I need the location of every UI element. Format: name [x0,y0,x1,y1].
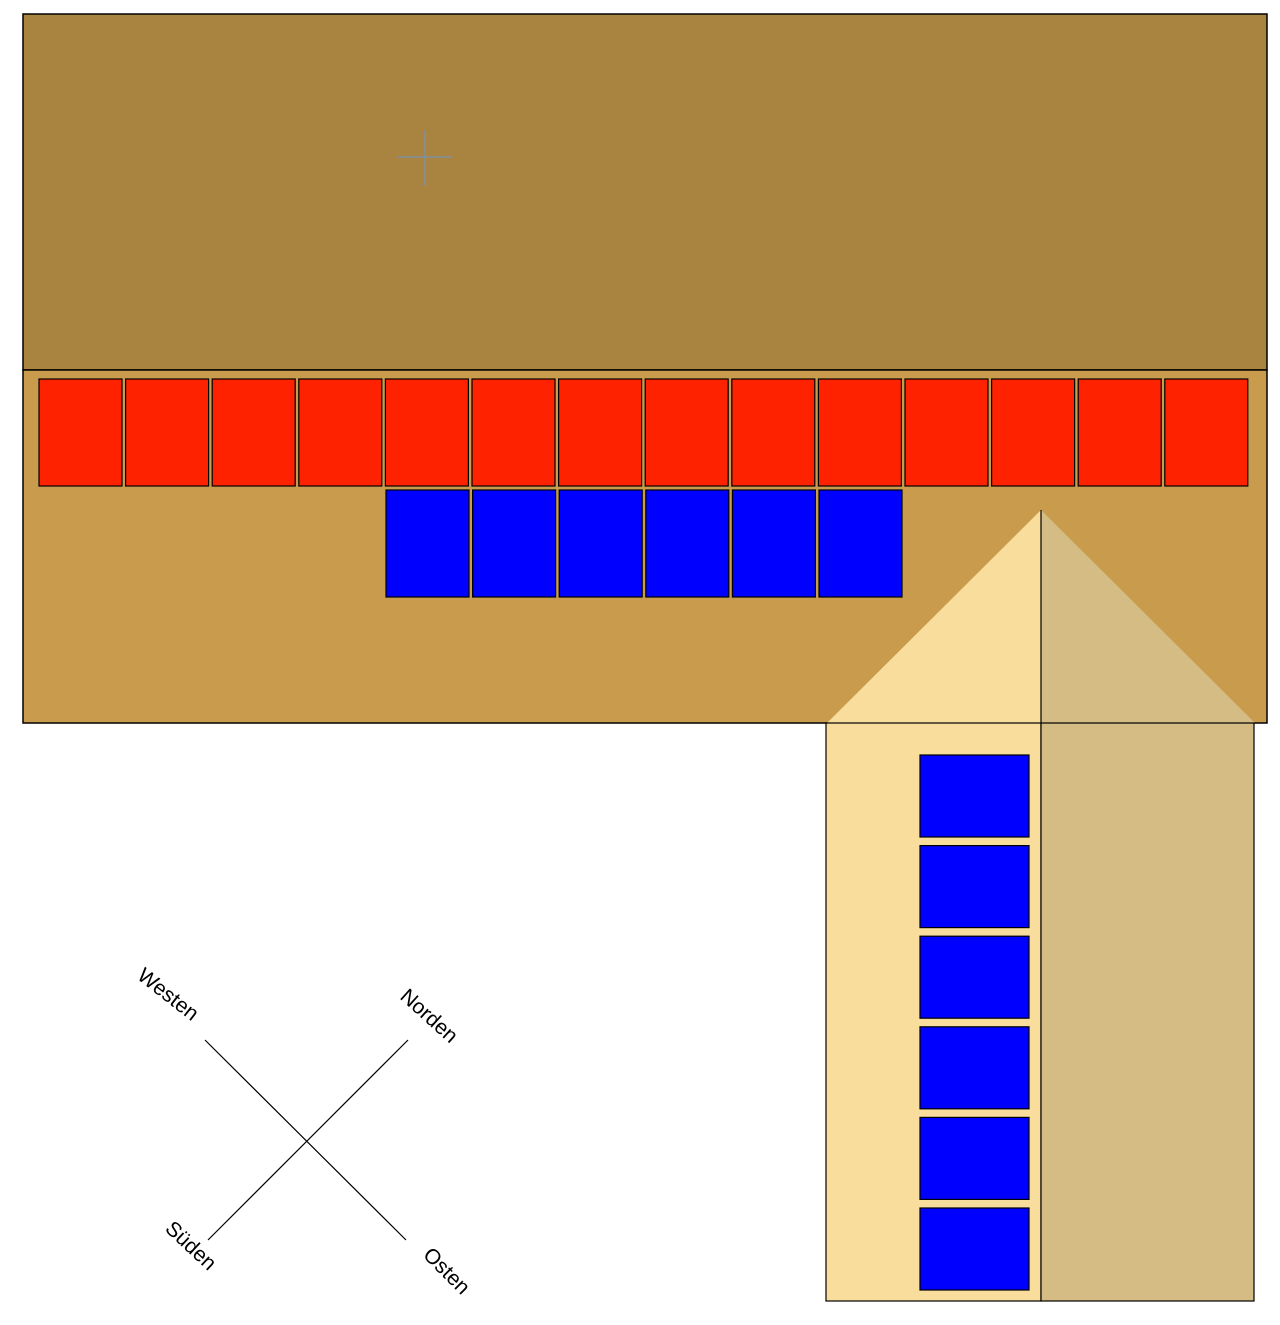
dormer-blue-panel [919,1026,1030,1110]
roof-red-panel [1164,378,1249,487]
dormer-blue-panel-column [919,754,1030,1291]
crosshair-marker [398,130,452,186]
roof-blue-panel-row [385,489,903,598]
roof-red-panel [471,378,556,487]
compass-label-west: Westen [133,964,203,1026]
roof-red-panel [557,378,643,487]
compass-label-east: Osten [418,1243,474,1299]
dormer-blue-panel [919,935,1030,1019]
compass-label-south: Süden [161,1217,221,1275]
roof-red-panel-row [38,378,1249,487]
roof-red-panel [731,378,816,487]
dormer-blue-panel [919,1207,1030,1291]
roof-red-panel [384,378,469,487]
roof-red-panel [990,378,1076,487]
roof-red-panel [904,378,989,487]
roof-blue-panel [472,489,557,598]
compass-label-north: Norden [396,985,463,1048]
roof-blue-panel [731,489,817,598]
roof-red-panel [1077,378,1162,487]
roof-blue-panel [385,489,470,598]
dormer-blue-panel [919,754,1030,838]
dormer-gable-right [1041,510,1255,723]
dormer-front-shade [1040,722,1255,1302]
roof-red-panel [298,378,383,487]
roof-north-face [22,13,1268,371]
dormer-blue-panel [919,1116,1030,1201]
roof-red-panel [211,378,296,487]
roof-red-panel [817,378,903,487]
compass-rose [204,1039,409,1241]
dormer-blue-panel [919,844,1030,929]
roof-blue-panel [558,489,643,598]
roof-red-panel [644,378,729,487]
compass-axis-west-east [204,1039,407,1241]
roof-blue-panel [818,489,903,598]
compass-axis-south-north [207,1039,409,1241]
dormer-gable-left [827,510,1041,723]
roof-blue-panel [645,489,730,598]
roof-red-panel [124,378,210,487]
roof-red-panel [38,378,123,487]
